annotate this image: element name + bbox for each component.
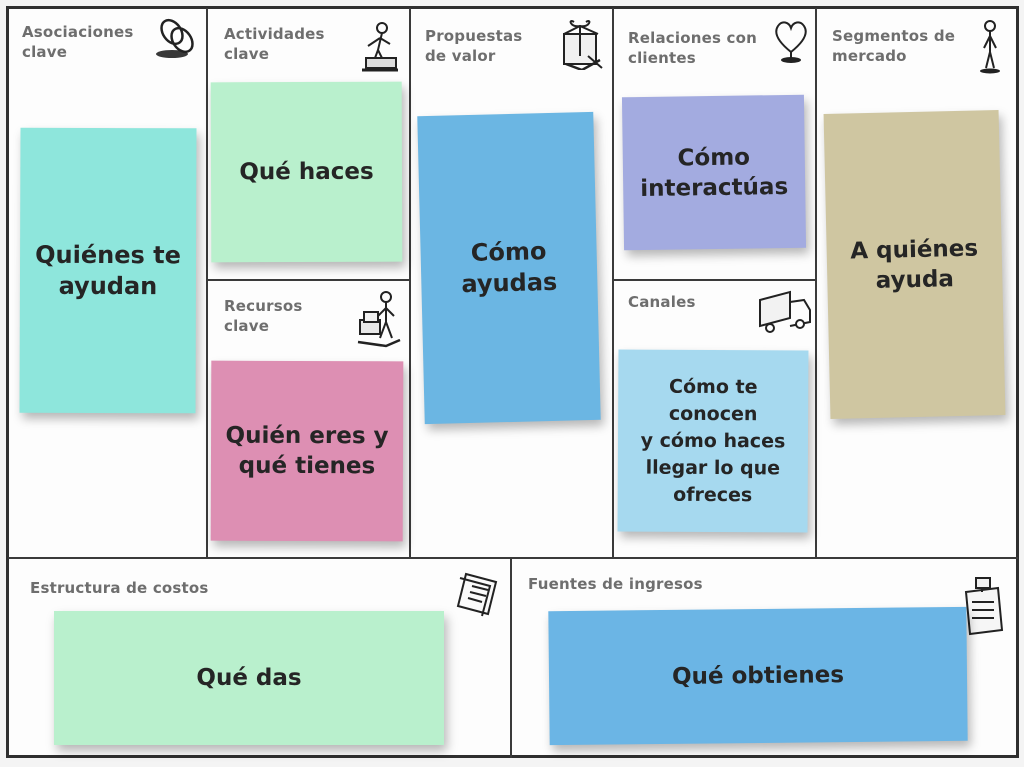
sticky-note-customer-segments: A quiénes ayuda <box>823 110 1006 419</box>
sticky-note-channels: Cómo te conocen y cómo haces llegar lo q… <box>617 349 809 533</box>
sticky-note-value-proposition: Cómo ayudas <box>417 111 601 425</box>
sticky-note-revenue-streams: Qué obtienes <box>548 606 968 746</box>
sticky-note-key-activities: Qué haces <box>210 81 403 263</box>
divider <box>815 8 817 559</box>
chain-links-icon <box>152 14 200 62</box>
divider <box>206 8 208 559</box>
sticky-note-cost-structure: Qué das <box>54 611 444 745</box>
block-title-key-activities: Actividades clave <box>224 25 325 63</box>
person-with-boxes-icon <box>356 290 402 348</box>
cash-register-icon <box>962 574 1006 638</box>
block-title-key-resources: Recursos clave <box>224 297 303 335</box>
divider <box>510 558 512 758</box>
block-title-customer-segments: Segmentos de mercado <box>832 27 956 65</box>
delivery-truck-icon <box>756 288 812 336</box>
person-working-icon <box>358 20 402 72</box>
divider <box>409 8 411 559</box>
block-title-revenue-streams: Fuentes de ingresos <box>528 575 703 593</box>
gift-box-icon <box>558 16 604 72</box>
bills-icon <box>452 570 502 618</box>
heart-icon <box>772 18 810 64</box>
sticky-note-key-resources: Quién eres y qué tienes <box>210 360 404 542</box>
block-title-key-partners: Asociaciones clave <box>22 23 134 61</box>
divider <box>206 279 411 281</box>
sticky-note-key-partners: Quiénes te ayudan <box>19 127 197 414</box>
block-title-channels: Canales <box>628 293 696 311</box>
divider <box>612 279 817 281</box>
divider <box>612 8 614 559</box>
block-title-cost-structure: Estructura de costos <box>30 579 209 597</box>
sticky-note-customer-relationships: Cómo interactúas <box>621 94 807 251</box>
block-title-customer-relationships: Relaciones con clientes <box>628 29 758 67</box>
block-title-value-proposition: Propuestas de valor <box>425 27 523 65</box>
divider <box>8 557 1018 559</box>
standing-person-icon <box>976 18 1004 74</box>
